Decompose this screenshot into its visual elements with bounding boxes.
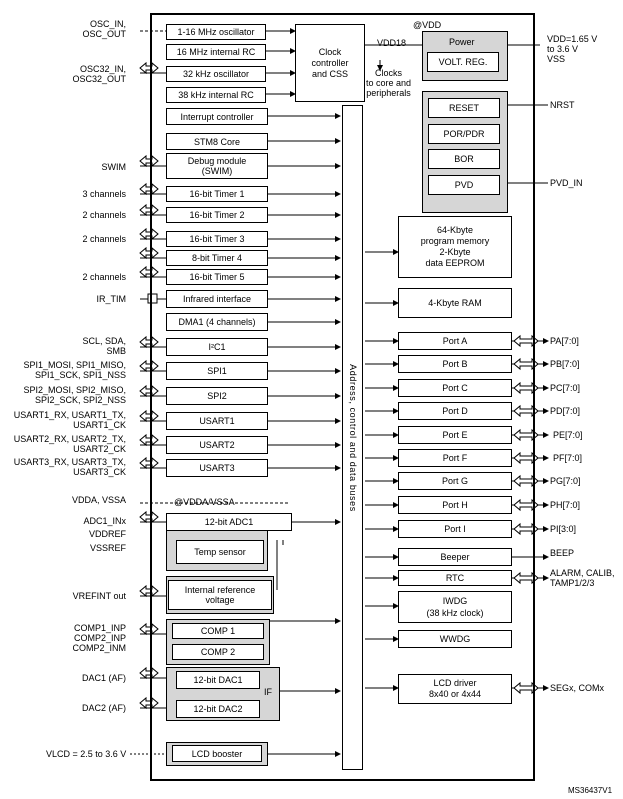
vlcd-label: VLCD = 2.5 to 3.6 V	[46, 749, 127, 759]
vddref-label: VDDREF	[88, 529, 126, 539]
comp1-block: COMP 1	[172, 623, 264, 639]
rc-16mhz-block: 16 MHz internal RC	[166, 44, 266, 60]
bus-label: Address, control and data buses	[347, 363, 358, 512]
lcd-driver-block: LCD driver 8x40 or 4x44	[398, 674, 512, 704]
ir-tim-label: IR_TIM	[96, 294, 126, 304]
i2c-pins-label: SCL, SDA, SMB	[82, 336, 126, 356]
port-d-block: Port D	[398, 402, 512, 420]
pvd-block: PVD	[428, 175, 500, 195]
nrst-label: NRST	[550, 100, 575, 110]
port-b-block: Port B	[398, 355, 512, 373]
timer5-block: 16-bit Timer 5	[166, 269, 268, 285]
usart1-block: USART1	[166, 412, 268, 430]
port-f-block: Port F	[398, 449, 512, 467]
timer2-block: 16-bit Timer 2	[166, 207, 268, 223]
dac1-label: DAC1 (AF)	[81, 673, 126, 683]
osc-pins-label: OSC_IN, OSC_OUT	[82, 19, 126, 39]
system-bus: Address, control and data buses	[342, 105, 363, 770]
usart3-block: USART3	[166, 459, 268, 477]
clocks-out-label: Clocks to core and peripherals	[366, 68, 412, 98]
timer4-block: 8-bit Timer 4	[166, 250, 268, 266]
infrared-interface-block: Infrared interface	[166, 290, 268, 308]
ram-block: 4-Kbyte RAM	[398, 288, 512, 318]
vrefint-label: VREFINT out	[72, 591, 126, 601]
power-title: Power	[449, 37, 475, 47]
spi2-block: SPI2	[166, 387, 268, 405]
flash-eeprom-block: 64-Kbyte program memory 2-Kbyte data EEP…	[398, 216, 512, 278]
pb-pins: PB[7:0]	[550, 359, 580, 369]
figure-id: MS36437V1	[568, 786, 613, 795]
dac1-block: 12-bit DAC1	[176, 671, 260, 689]
pvd-in-label: PVD_IN	[550, 178, 583, 188]
port-g-block: Port G	[398, 472, 512, 490]
port-h-block: Port H	[398, 496, 512, 514]
i2c1-block: I²C1	[166, 338, 268, 356]
vssref-label: VSSREF	[89, 543, 126, 553]
usart1-pins-label: USART1_RX, USART1_TX, USART1_CK	[13, 410, 126, 430]
comp2-block: COMP 2	[172, 644, 264, 660]
volt-reg-block: VOLT. REG.	[427, 52, 499, 72]
pf-pins: PF[7:0]	[553, 453, 583, 463]
beep-pin-label: BEEP	[550, 548, 575, 558]
usart2-pins-label: USART2_RX, USART2_TX, USART2_CK	[13, 434, 126, 454]
timer1-block: 16-bit Timer 1	[166, 186, 268, 202]
timer5-channels-label: 2 channels	[82, 272, 126, 282]
adc-inx-label: ADC1_INx	[83, 516, 126, 526]
ph-pins: PH[7:0]	[550, 500, 581, 510]
timer1-channels-label: 3 channels	[82, 189, 126, 199]
rc-38khz-block: 38 kHz internal RC	[166, 87, 266, 103]
internal-reference-block: Internal reference voltage	[168, 580, 272, 610]
dac2-block: 12-bit DAC2	[176, 700, 260, 718]
port-i-block: Port I	[398, 520, 512, 538]
chip-outline	[150, 13, 535, 781]
timer3-block: 16-bit Timer 3	[166, 231, 268, 247]
usart3-pins-label: USART3_RX, USART3_TX, USART3_CK	[13, 457, 126, 477]
debug-module-block: Debug module (SWIM)	[166, 153, 268, 179]
wwdg-block: WWDG	[398, 630, 512, 648]
adc1-block: 12-bit ADC1	[166, 513, 292, 531]
reset-block: RESET	[428, 98, 500, 118]
dac-if-label: IF	[264, 687, 272, 697]
vdda-label: VDDA, VSSA	[71, 495, 126, 505]
spi1-block: SPI1	[166, 362, 268, 380]
spi1-pins-label: SPI1_MOSI, SPI1_MISO, SPI1_SCK, SPI1_NSS	[23, 360, 126, 380]
stm8-core-block: STM8 Core	[166, 133, 268, 150]
osc-1-16mhz-block: 1-16 MHz oscillator	[166, 24, 266, 40]
osc-32khz-block: 32 kHz oscillator	[166, 66, 266, 82]
usart2-block: USART2	[166, 436, 268, 454]
lcd-pins-label: SEGx, COMx	[550, 683, 605, 693]
timer3-channels-label: 2 channels	[82, 234, 126, 244]
pd-pins: PD[7:0]	[550, 406, 581, 416]
beeper-block: Beeper	[398, 548, 512, 566]
pe-pins: PE[7:0]	[553, 430, 583, 440]
swim-label: SWIM	[101, 162, 127, 172]
pc-pins: PC[7:0]	[550, 383, 581, 393]
port-c-block: Port C	[398, 379, 512, 397]
por-pdr-block: POR/PDR	[428, 124, 500, 144]
osc32-pins-label: OSC32_IN, OSC32_OUT	[72, 64, 126, 84]
port-e-block: Port E	[398, 426, 512, 444]
port-a-block: Port A	[398, 332, 512, 350]
vdd18-label: VDD18	[377, 38, 407, 48]
pi-pins: PI[3:0]	[550, 524, 577, 534]
comp-pins-label: COMP1_INP COMP2_INP COMP2_INM	[72, 623, 126, 653]
clock-controller-block: Clock controller and CSS	[295, 24, 365, 102]
dac2-label: DAC2 (AF)	[81, 703, 126, 713]
pa-pins: PA[7:0]	[550, 336, 579, 346]
dma1-block: DMA1 (4 channels)	[166, 313, 268, 331]
bor-block: BOR	[428, 149, 500, 169]
vdd-supply-label: VDD=1.65 V to 3.6 V VSS	[547, 34, 598, 64]
vdda-vssa-domain-label: @VDDA/VSSA	[174, 497, 235, 507]
pg-pins: PG[7:0]	[550, 476, 581, 486]
temp-sensor-block: Temp sensor	[176, 540, 264, 564]
iwdg-block: IWDG (38 kHz clock)	[398, 591, 512, 623]
lcd-booster-block: LCD booster	[172, 745, 262, 762]
rtc-pins-label: ALARM, CALIB, TAMP1/2/3	[550, 568, 615, 588]
timer2-channels-label: 2 channels	[82, 210, 126, 220]
rtc-block: RTC	[398, 570, 512, 586]
interrupt-controller-block: Interrupt controller	[166, 108, 268, 125]
vdd-domain-label: @VDD	[413, 20, 442, 30]
spi2-pins-label: SPI2_MOSI, SPI2_MISO, SPI2_SCK, SPI2_NSS	[23, 385, 126, 405]
